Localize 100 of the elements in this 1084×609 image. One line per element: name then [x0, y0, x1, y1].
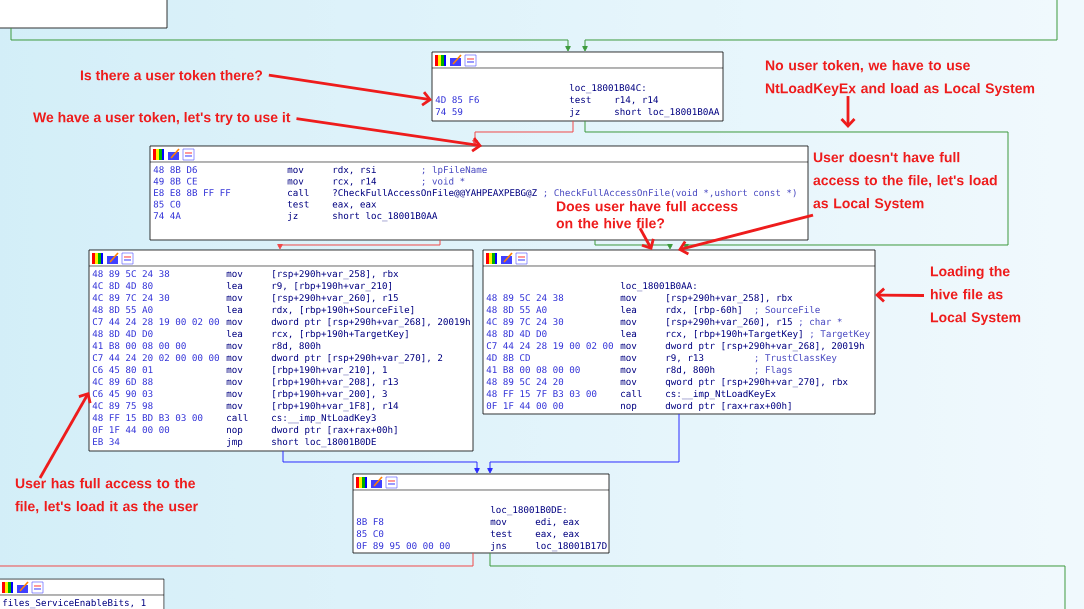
- code-comment: ; void *: [422, 177, 465, 186]
- code-comment: ; lpFileName: [422, 165, 487, 175]
- opcode-bytes: 48 8D 4D D0: [486, 330, 547, 338]
- operand: short loc_18001B0DE: [272, 437, 376, 448]
- operand: dword ptr [rsp+290h+var_270], 2: [271, 354, 443, 364]
- mnemonic: lea: [226, 329, 243, 338]
- opcode-bytes: 4D 85 F6: [435, 96, 479, 104]
- operand: loc_18001B17D: [535, 541, 607, 552]
- operand: ?CheckFullAccessOnFile@@YAHPEAXPEBG@Z: [333, 188, 537, 198]
- opcode-bytes: 48 8D 4D D0: [92, 330, 153, 338]
- mnemonic: jns: [491, 542, 506, 551]
- opcode-bytes: 4C 89 7C 24 30: [92, 294, 170, 302]
- operand: rdx, rsi: [333, 166, 376, 175]
- opcode-bytes: C6 45 80 01: [92, 366, 153, 374]
- opcode-bytes: 48 FF 15 7F B3 03 00: [486, 390, 597, 398]
- mnemonic: mov: [226, 403, 243, 410]
- operand: cs:__imp_NtLoadKeyEx: [666, 390, 776, 400]
- opcode-bytes: 48 89 5C 24 20: [486, 378, 564, 386]
- code-comment: ; Flags: [755, 365, 792, 375]
- opcode-bytes: C7 44 24 28 19 00 02 00: [486, 342, 613, 350]
- code-block: [88, 249, 474, 452]
- opcode-bytes: 48 FF 15 BD B3 03 00: [92, 414, 203, 422]
- code-block: [149, 145, 809, 241]
- opcode-bytes: 85 C0: [356, 530, 384, 538]
- opcode-bytes: 41 B8 00 08 00 00: [486, 366, 580, 374]
- mnemonic: jz: [570, 108, 580, 117]
- mnemonic: mov: [490, 519, 507, 526]
- mnemonic: mov: [287, 167, 304, 174]
- operand: short loc_18001B0AA: [333, 211, 438, 222]
- code-comment: ; char *: [800, 318, 842, 327]
- opcode-bytes: 48 8D 55 A0: [486, 306, 547, 314]
- mnemonic: lea: [620, 329, 637, 338]
- opcode-bytes: 4C 89 75 98: [92, 402, 153, 410]
- mnemonic: mov: [226, 379, 243, 386]
- mnemonic: mov: [226, 391, 243, 398]
- mnemonic: mov: [620, 319, 637, 326]
- mnemonic: nop: [227, 427, 243, 435]
- code-block: [352, 473, 610, 554]
- flow-arrow: [487, 413, 680, 474]
- opcode-bytes: 8B F8: [356, 518, 384, 526]
- operand: [rbp+190h+var_1F8], r14: [273, 402, 399, 412]
- flow-arrow: [282, 450, 480, 474]
- annotation-text: No user token, we have to use NtLoadKeyEx and load as Local System: [765, 60, 1035, 97]
- operand: rcx, r14: [333, 177, 377, 186]
- operand: qword ptr [rsp+290h+var_270], rbx: [665, 378, 848, 388]
- operand: [rbp+190h+var_208], r13: [273, 378, 398, 388]
- opcode-bytes: 74 59: [435, 108, 463, 116]
- mnemonic: mov: [226, 319, 243, 326]
- operand: r9, r13: [666, 354, 704, 363]
- operand: r8d, 800h: [666, 366, 715, 375]
- opcode-bytes: 4D 8B CD: [486, 354, 530, 362]
- mnemonic: mov: [226, 355, 243, 362]
- mnemonic: mov: [226, 367, 243, 374]
- connector-line: [0, 552, 474, 567]
- mnemonic: test: [490, 530, 512, 538]
- operand: [rbp+190h+var_210], 1: [273, 366, 387, 376]
- mnemonic: mov: [620, 367, 637, 374]
- operand: eax, eax: [535, 531, 580, 539]
- operand: rdx, [rbp+190h+SourceFile]: [272, 305, 414, 315]
- opcode-bytes: C7 44 24 20 02 00 00 00: [92, 354, 219, 362]
- flow-arrow: [584, 120, 1009, 250]
- operand: [rsp+290h+var_260], r15: [273, 294, 398, 304]
- mnemonic: call: [288, 188, 309, 197]
- operand: dword ptr [rax+rax+00h]: [665, 402, 791, 411]
- code-block: [0, 578, 165, 609]
- code-label: loc_18001B0AA:: [620, 281, 696, 292]
- leader-arrow: [840, 96, 856, 128]
- opcode-bytes: C6 45 90 03: [92, 390, 153, 398]
- operand: [rsp+290h+var_258], rbx: [273, 270, 399, 280]
- operand: rcx, [rbp+190h+TargetKey]: [666, 330, 802, 339]
- mnemonic: test: [569, 96, 591, 104]
- opcode-bytes: 4C 89 7C 24 30: [486, 318, 564, 326]
- flow-arrow: [10, 27, 571, 52]
- mnemonic: lea: [226, 281, 243, 290]
- operand: [rbp+190h+var_200], 3: [273, 390, 387, 400]
- flow-arrow: [594, 239, 673, 250]
- opcode-bytes: 48 89 5C 24 38: [486, 294, 564, 302]
- flow-arrow: [277, 239, 441, 250]
- operand: [rsp+290h+var_260], r15: [667, 318, 792, 328]
- operand: files_ServiceEnableBits, 1: [3, 598, 146, 609]
- code-label: loc_18001B04C:: [569, 83, 645, 94]
- operand: dword ptr [rax+rax+00h]: [271, 426, 397, 435]
- opcode-bytes: EB 34: [93, 438, 120, 446]
- code-comment: ; TargetKey: [811, 330, 870, 339]
- leader-arrow: [38, 392, 92, 479]
- operand: r9, [rbp+190h+var_210]: [272, 282, 391, 292]
- mnemonic: mov: [620, 379, 637, 386]
- operand: short loc_18001B0AA: [615, 107, 720, 118]
- opcode-bytes: 74 4A: [153, 212, 181, 219]
- annotation-text: User doesn't have full access to the file, let's load as Local System: [813, 152, 997, 212]
- mnemonic: mov: [620, 295, 637, 302]
- leader-arrow: [875, 287, 924, 303]
- opcode-bytes: 85 C0: [153, 200, 181, 208]
- opcode-bytes: 4C 8D 4D 80: [92, 282, 153, 290]
- flow-arrow: [582, 0, 1058, 52]
- code-comment: ; CheckFullAccessOnFile(void *,ushort const *): [544, 188, 796, 198]
- operand: dword ptr [rsp+290h+var_268], 20019h: [271, 318, 470, 328]
- mnemonic: mov: [620, 343, 637, 350]
- mnemonic: lea: [226, 305, 243, 314]
- mnemonic: nop: [621, 403, 637, 411]
